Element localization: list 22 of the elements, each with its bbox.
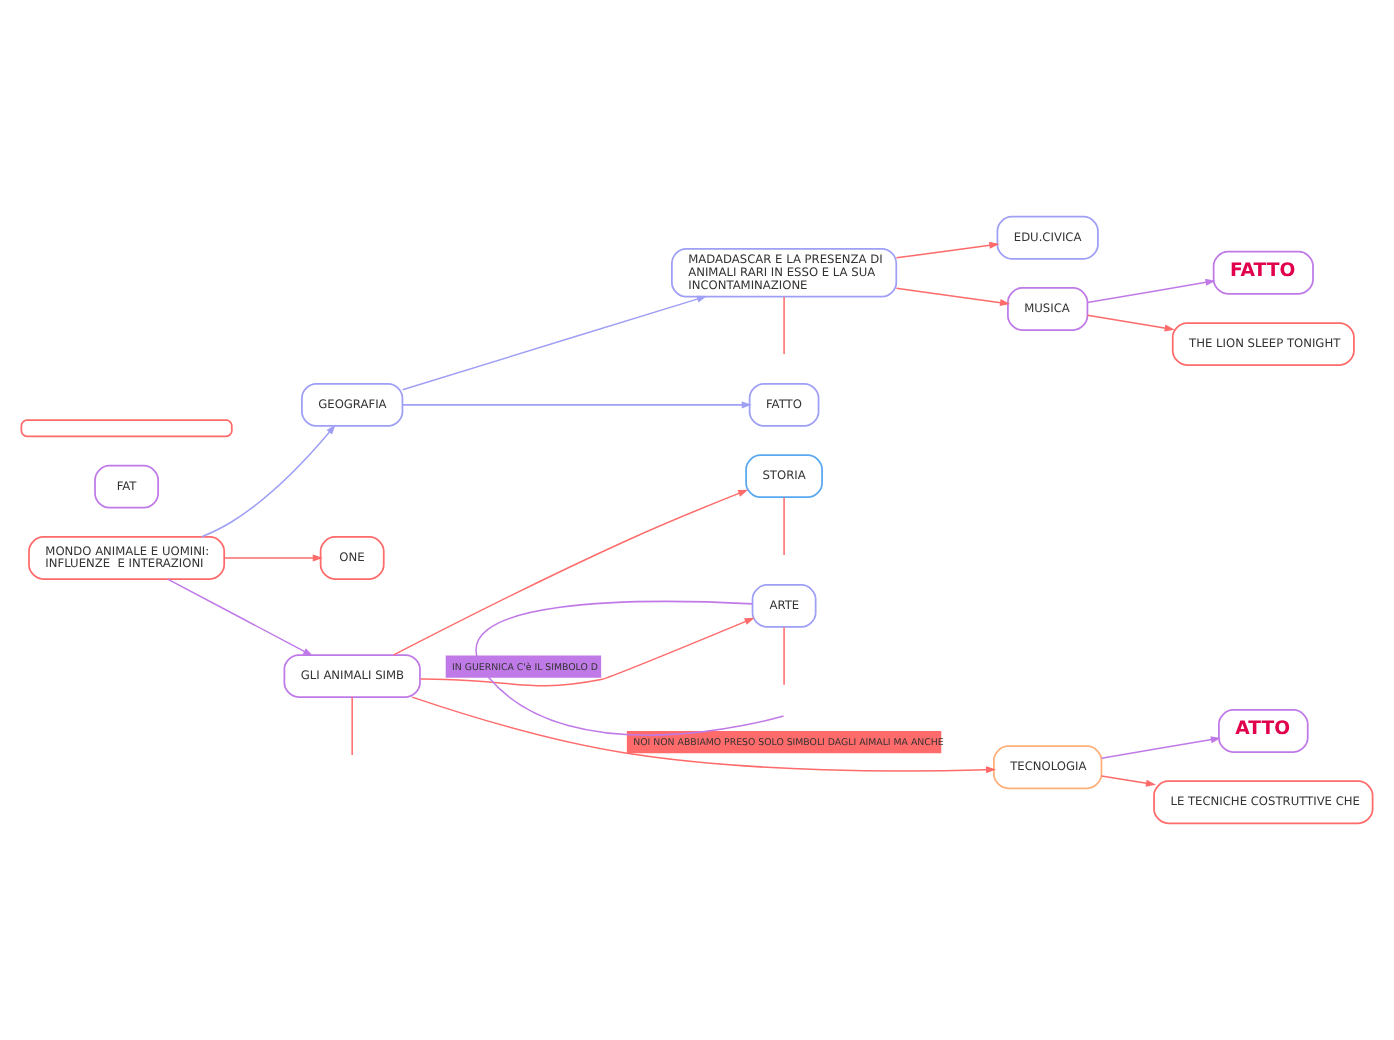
arrow — [1086, 278, 1216, 304]
node-box: FATTO — [1212, 250, 1314, 295]
arrow — [419, 617, 755, 687]
connector — [783, 296, 785, 355]
node-box: ATTO — [1218, 709, 1309, 753]
connector — [476, 600, 785, 736]
arrow — [895, 287, 1011, 307]
arrow — [411, 696, 997, 774]
arrow — [1100, 775, 1156, 787]
node-box — [20, 419, 233, 438]
arrow — [1100, 736, 1221, 759]
arrow — [401, 401, 752, 409]
arrow — [401, 295, 708, 391]
arrow — [1086, 314, 1175, 332]
arrow — [895, 241, 1000, 259]
arrow — [392, 489, 749, 656]
connector — [783, 626, 785, 686]
arrow — [166, 578, 314, 656]
arrow — [201, 424, 336, 538]
connector — [351, 696, 353, 756]
connector — [783, 496, 785, 556]
arrow — [223, 554, 323, 562]
